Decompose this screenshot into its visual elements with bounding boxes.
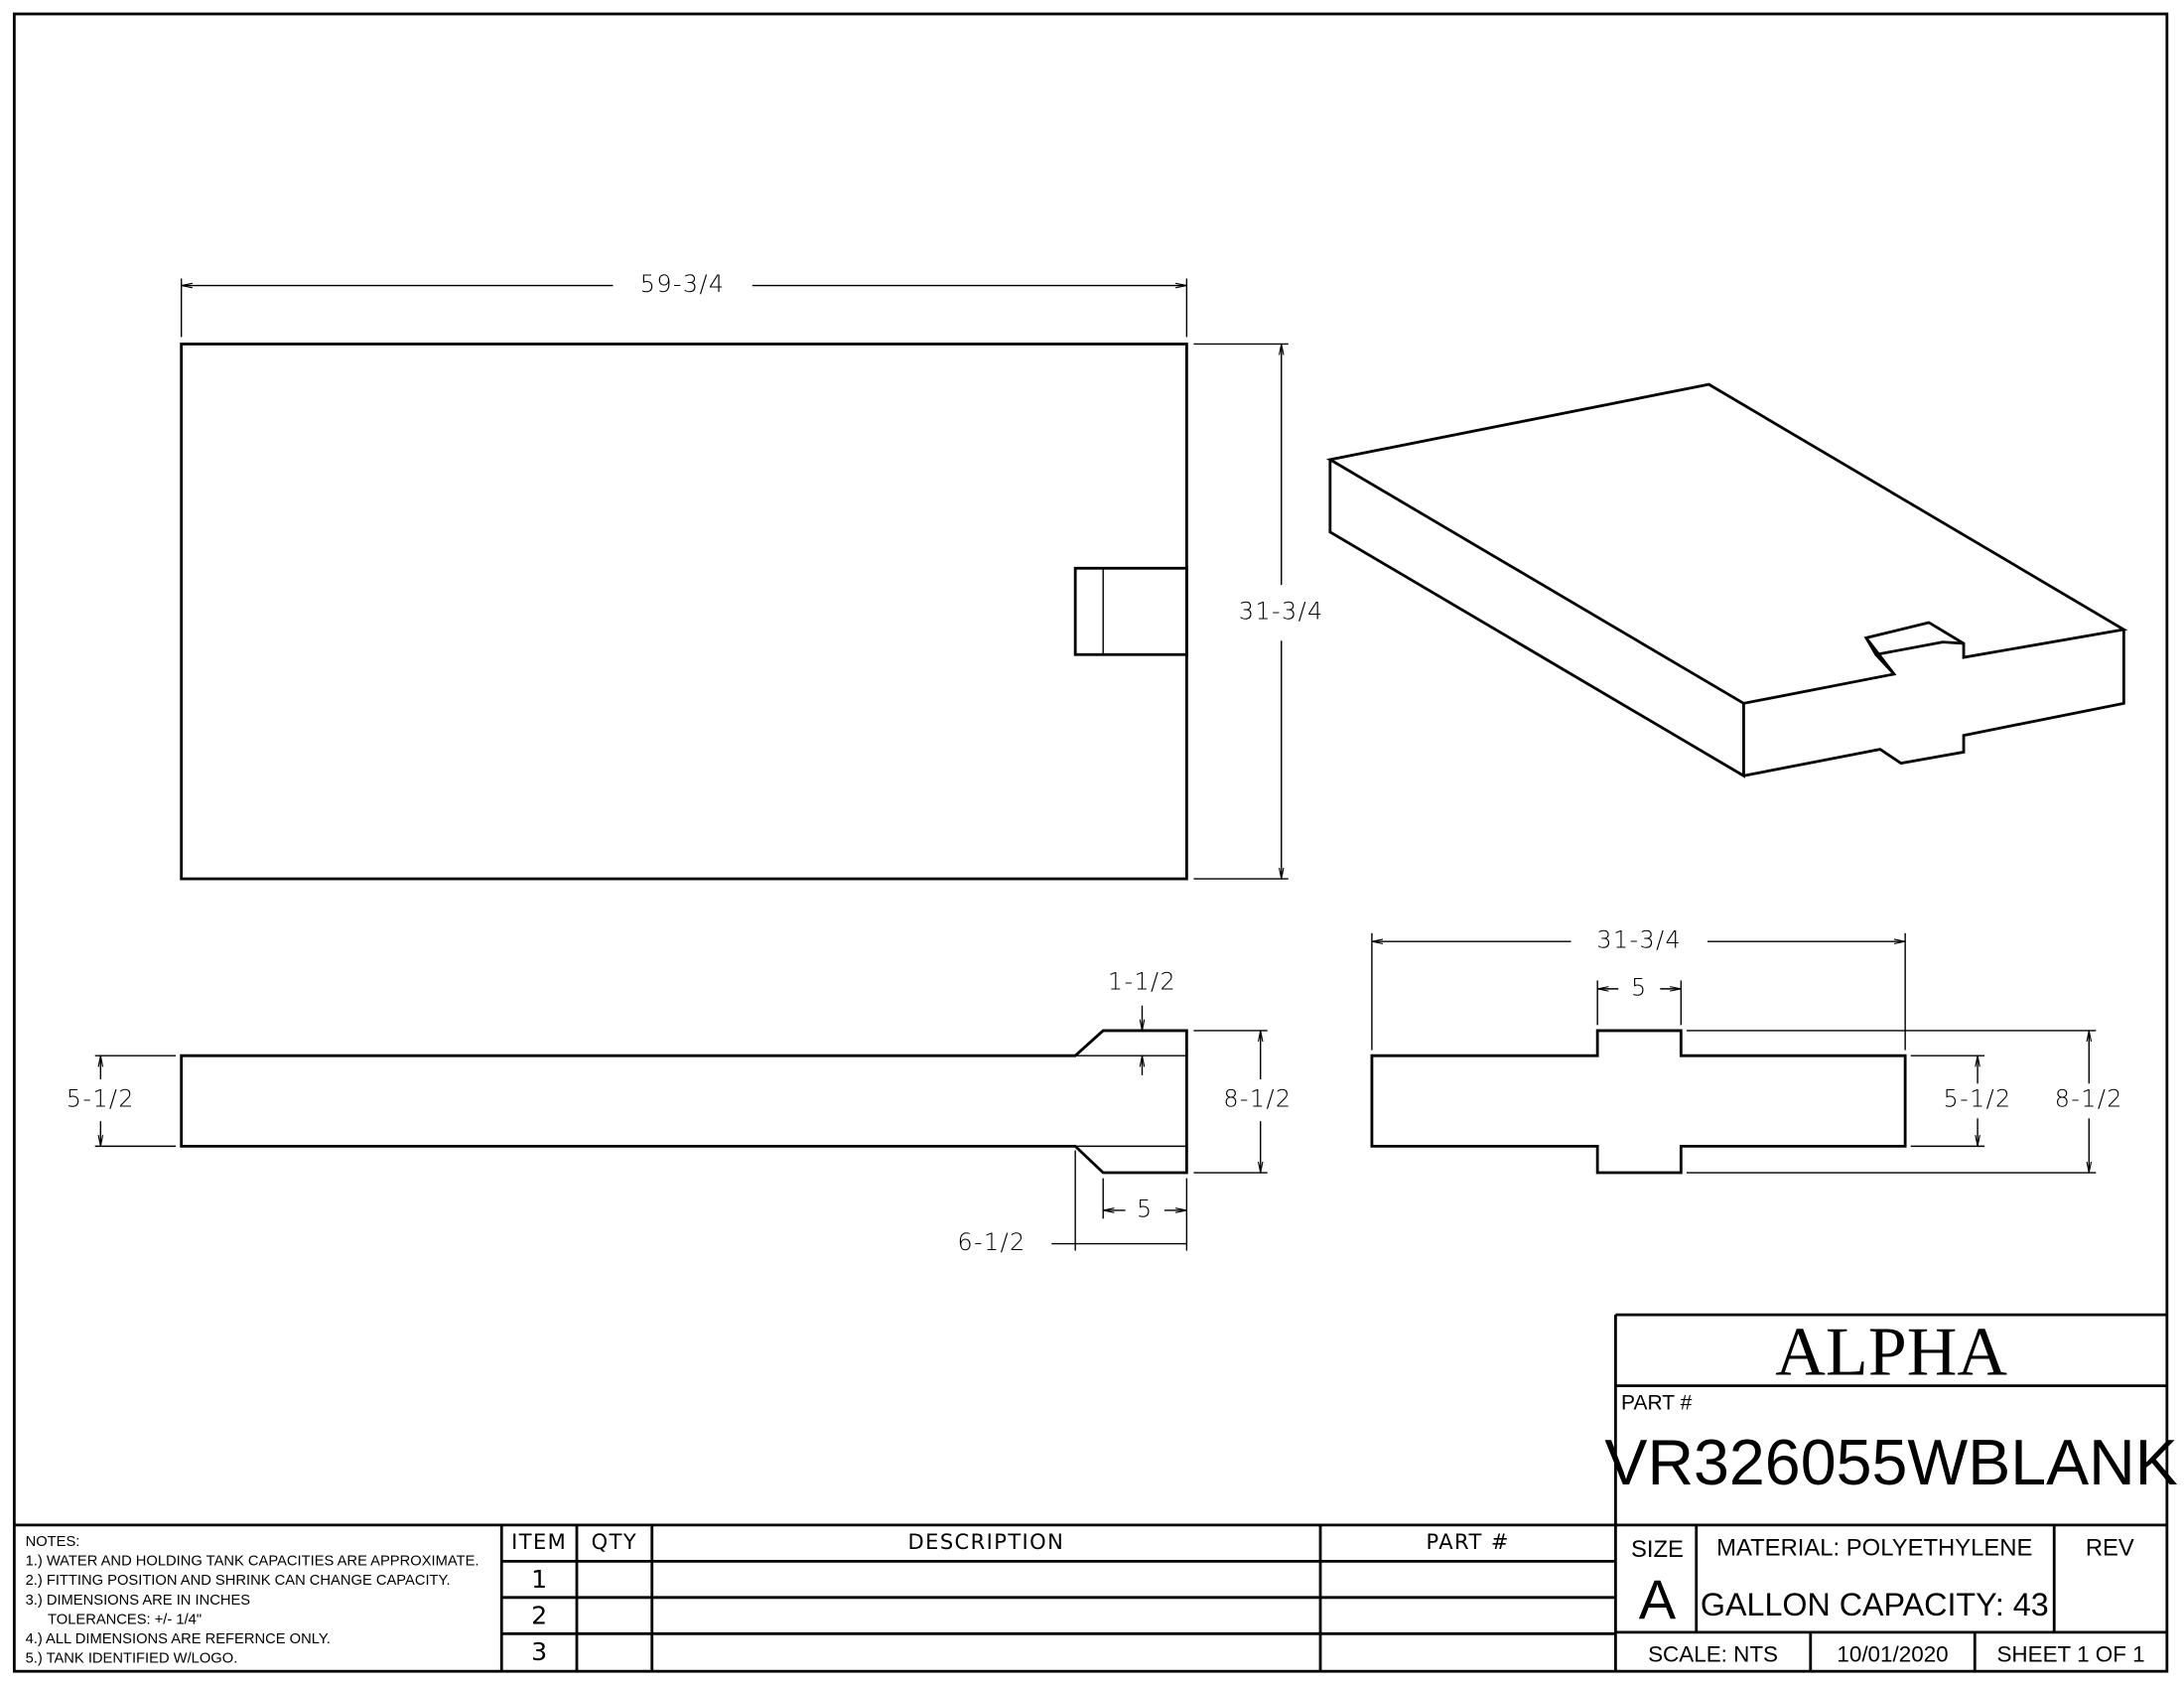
header-item: ITEM xyxy=(511,1529,567,1554)
dim-side-offset: 6-1/2 xyxy=(957,1228,1025,1256)
notes-title: NOTES: xyxy=(26,1534,80,1550)
tank-top-outline xyxy=(180,343,1188,881)
note-line: 2.) FITTING POSITION AND SHRINK CAN CHAN… xyxy=(26,1573,451,1589)
material: MATERIAL: POLYETHYLENE xyxy=(1716,1535,2032,1562)
part-number: VR326055WBLANK xyxy=(1604,1427,2177,1498)
rev-label: REV xyxy=(2086,1535,2134,1562)
note-line: 1.) WATER AND HOLDING TANK CAPACITIES AR… xyxy=(26,1554,479,1570)
dim-end-height: 5-1/2 xyxy=(1944,1085,2012,1113)
side-view: 5-1/2 8-1/2 1-1/2 5 6-1/2 xyxy=(67,968,1292,1256)
dim-side-height: 5-1/2 xyxy=(67,1085,135,1113)
date: 10/01/2020 xyxy=(1837,1641,1948,1666)
note-line: TOLERANCES: +/- 1/4" xyxy=(48,1612,202,1627)
title-block: ALPHA PART # VR326055WBLANK SIZE A MATER… xyxy=(1604,1313,2178,1672)
row-item: 1 xyxy=(531,1565,547,1594)
scale: SCALE: NTS xyxy=(1648,1641,1778,1666)
note-line: 5.) TANK IDENTIFIED W/LOGO. xyxy=(26,1651,238,1667)
parts-list: ITEM QTY DESCRIPTION PART # 1 2 3 xyxy=(501,1315,1617,1672)
gallon-capacity: GALLON CAPACITY: 43 xyxy=(1701,1587,2049,1622)
sheet-number: SHEET 1 OF 1 xyxy=(1996,1641,2144,1666)
dim-side-total-height: 8-1/2 xyxy=(1223,1085,1292,1113)
isometric-view xyxy=(1325,382,2128,778)
dim-end-tab-width: 5 xyxy=(1631,973,1648,1001)
header-qty: QTY xyxy=(592,1529,637,1554)
company-logo: ALPHA xyxy=(1775,1314,2007,1390)
size-label: SIZE xyxy=(1631,1536,1684,1563)
end-view: 31-3/4 5 5-1/2 8-1/2 xyxy=(1370,926,2123,1175)
dim-end-width: 31-3/4 xyxy=(1596,926,1682,954)
row-item: 2 xyxy=(531,1601,547,1629)
dim-side-step: 1-1/2 xyxy=(1108,968,1176,996)
part-label: PART # xyxy=(1621,1391,1693,1414)
dim-top-width: 31-3/4 xyxy=(1239,598,1324,626)
top-view: 59-3/4 31-3/4 xyxy=(180,270,1324,881)
row-item: 3 xyxy=(531,1637,547,1666)
note-line: 3.) DIMENSIONS ARE IN INCHES xyxy=(26,1593,251,1609)
notes-block: NOTES: 1.) WATER AND HOLDING TANK CAPACI… xyxy=(14,1523,1616,1672)
dim-end-total-height: 8-1/2 xyxy=(2055,1085,2123,1113)
dim-top-length: 59-3/4 xyxy=(640,270,726,298)
size-value: A xyxy=(1639,1568,1677,1630)
sheet-border xyxy=(12,12,2169,1673)
dim-side-tab-length: 5 xyxy=(1137,1195,1154,1222)
note-line: 4.) ALL DIMENSIONS ARE REFERNCE ONLY. xyxy=(26,1631,331,1647)
header-part-number: PART # xyxy=(1427,1529,1510,1554)
tank-top-tab xyxy=(1073,566,1188,656)
header-description: DESCRIPTION xyxy=(908,1529,1065,1554)
